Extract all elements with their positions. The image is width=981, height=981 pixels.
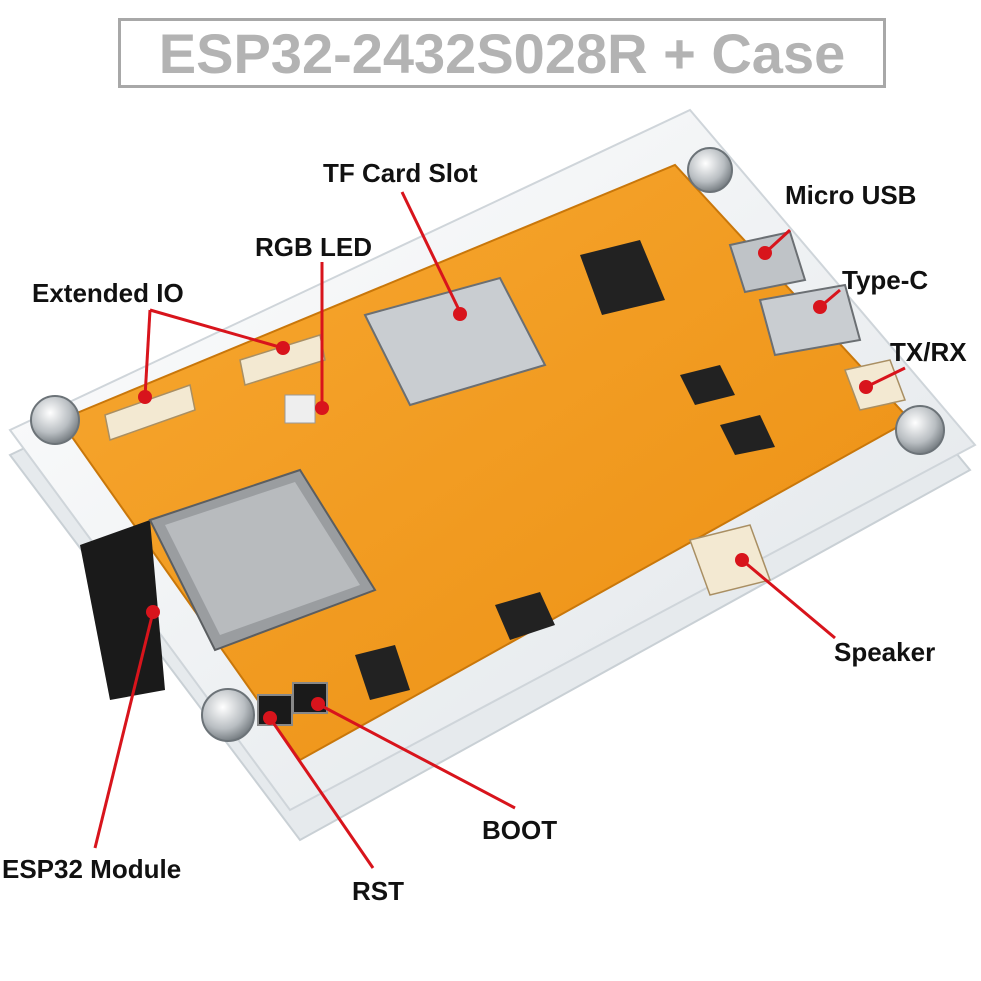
- usb-port-shapes: [728, 230, 862, 357]
- label-speaker: Speaker: [834, 637, 936, 667]
- label-extended-io: Extended IO: [32, 278, 184, 308]
- chip-components: [284, 240, 775, 700]
- callout-lines: [93, 191, 906, 869]
- tf-card-slot-shape: [363, 276, 547, 407]
- callout-dots: [138, 246, 873, 725]
- label-tx-rx: TX/RX: [890, 337, 967, 367]
- label-micro-usb: Micro USB: [785, 180, 917, 210]
- page-title: ESP32-2432S028R + Case: [158, 21, 846, 85]
- connector-shapes: [104, 334, 907, 596]
- label-esp32-module: ESP32 Module: [2, 854, 182, 884]
- label-type-c: Type-C: [842, 265, 929, 295]
- label-boot: BOOT: [482, 815, 558, 845]
- label-rgb-led: RGB LED: [255, 232, 372, 262]
- bolt-shapes: [30, 147, 945, 742]
- title-box: ESP32-2432S028R + Case: [118, 18, 886, 88]
- label-tf-card-slot: TF Card Slot: [323, 158, 478, 188]
- esp32-module-shape: [148, 468, 377, 652]
- label-rst: RST: [352, 876, 404, 906]
